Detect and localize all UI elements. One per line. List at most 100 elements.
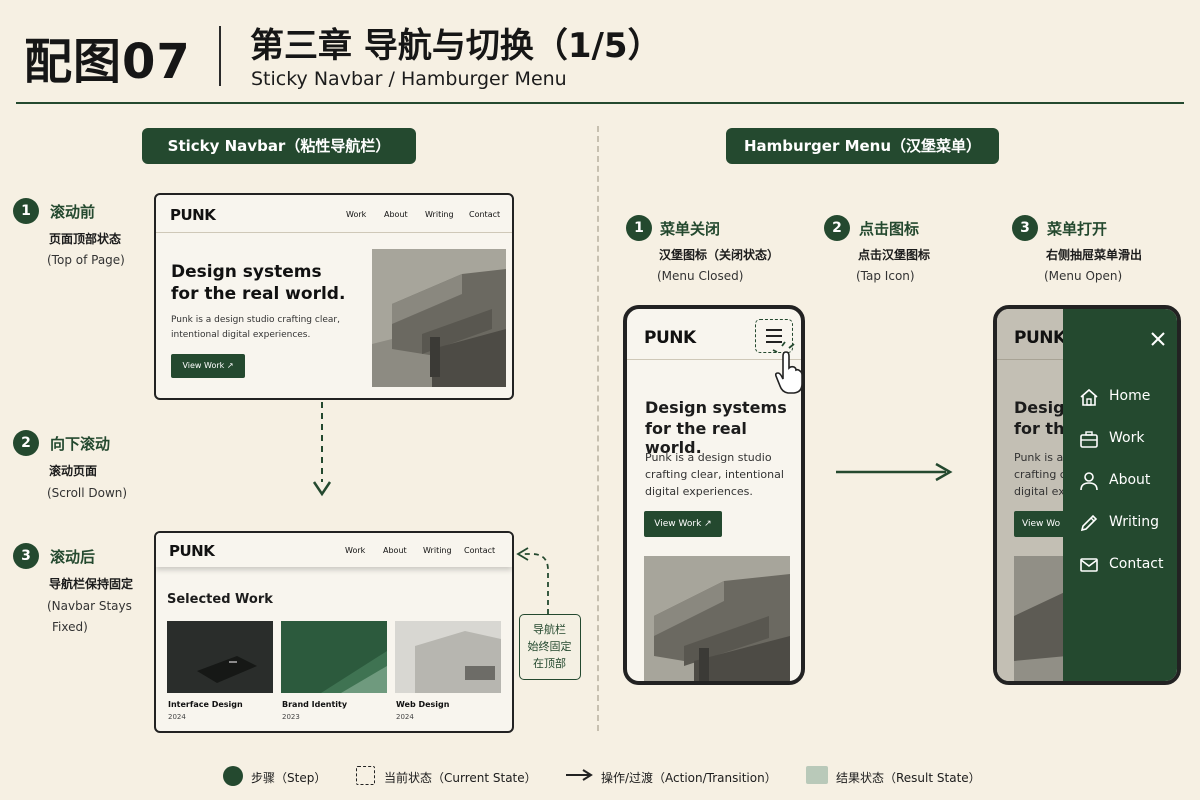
work-thumb-brand[interactable] [281, 621, 387, 693]
step-en: (Scroll Down) [47, 486, 128, 500]
nav-link-writing[interactable]: Writing [425, 210, 454, 219]
step-badge: 2 [824, 215, 850, 241]
step-desc: 汉堡图标（关闭状态） [659, 248, 780, 262]
home-icon [1080, 388, 1098, 406]
drawer-item-label: Work [1109, 430, 1145, 446]
section-divider [597, 126, 599, 731]
drawer-item-home[interactable]: Home [1079, 385, 1177, 409]
sticky-navbar [156, 533, 512, 567]
navbar-rule [156, 232, 512, 233]
legend-current-icon [356, 766, 375, 785]
sticky-annotation-box: 导航栏 始终固定 在顶部 [519, 614, 581, 680]
site-logo[interactable]: PUNK [169, 542, 215, 560]
hamburger-icon[interactable] [764, 327, 784, 345]
site-logo[interactable]: PUNK [1014, 328, 1066, 348]
nav-link-work[interactable]: Work [345, 546, 366, 555]
nav-link-about[interactable]: About [383, 546, 407, 555]
drawer-item-label: About [1109, 472, 1151, 488]
browser-mockup-scrolled: PUNK Work About Writing Contact Selected… [154, 531, 514, 733]
work-label: Brand Identity [282, 700, 348, 709]
hero-heading-line2: for the real world. [171, 284, 346, 304]
step-en: (Tap Icon) [856, 269, 915, 283]
phone-mockup-open: PUNK Design for the Punk is a crafting c… [993, 305, 1181, 685]
drawer-menu [1063, 309, 1177, 681]
drawer-item-about[interactable]: About [1079, 469, 1177, 493]
view-work-button[interactable]: View Wo [1014, 511, 1067, 537]
drawer-item-work[interactable]: Work [1079, 427, 1177, 451]
step-title: 滚动后 [50, 548, 96, 566]
section-title-sticky: Sticky Navbar（粘性导航栏） [142, 128, 416, 164]
drawer-item-label: Home [1109, 388, 1151, 404]
mobile-hero-line1: Design systems [645, 398, 787, 417]
site-logo[interactable]: PUNK [644, 328, 696, 348]
nav-link-work[interactable]: Work [346, 210, 367, 219]
sticky-annotation-arrow [516, 547, 549, 614]
architecture-photo [644, 556, 790, 681]
briefcase-icon [1080, 431, 1098, 448]
legend-step-icon [223, 766, 243, 786]
header-divider [219, 26, 221, 86]
legend-result-icon [806, 766, 828, 784]
legend-step-label: 步骤（Step） [251, 771, 327, 785]
legend-result-label: 结果状态（Result State） [836, 771, 981, 785]
user-icon [1080, 472, 1098, 491]
legend-action-label: 操作/过渡（Action/Transition） [601, 771, 777, 785]
browser-mockup-top: PUNK Work About Writing Contact Design s… [154, 193, 514, 400]
view-work-button[interactable]: View Work ↗ [644, 511, 722, 537]
work-label: Interface Design [168, 700, 243, 709]
view-work-button[interactable]: View Work ↗ [171, 354, 245, 378]
annotation-line1: 导航栏 [533, 623, 566, 636]
mobile-body-line1: Punk is a [1014, 451, 1064, 464]
mobile-hero-line2: for the real world. [645, 419, 747, 457]
chapter-subtitle: Sticky Navbar / Hamburger Menu [251, 68, 567, 90]
work-year: 2024 [396, 713, 414, 721]
nav-link-contact[interactable]: Contact [464, 546, 496, 555]
phone-mockup-closed: PUNK Design systems for the real world. … [623, 305, 805, 685]
step-desc: 右侧抽屉菜单滑出 [1046, 248, 1143, 262]
work-thumb-web[interactable] [395, 621, 501, 693]
navbar-rule [997, 359, 1067, 360]
header-rule [16, 102, 1184, 104]
step-en: (Top of Page) [47, 253, 125, 267]
work-year: 2024 [168, 713, 186, 721]
legend-action-icon [566, 769, 593, 781]
selected-work-heading: Selected Work [167, 592, 273, 607]
nav-link-about[interactable]: About [384, 210, 408, 219]
mobile-body-line3: digital experiences. [645, 485, 753, 498]
mobile-body-line3: digital exp [1014, 485, 1072, 498]
step-en: (Menu Closed) [657, 269, 744, 283]
step-title: 菜单打开 [1047, 220, 1108, 238]
mobile-hero-line2: for the [1014, 419, 1076, 438]
mobile-hero-line1: Design [1014, 398, 1076, 417]
tap-hand-icon [772, 341, 803, 394]
pencil-icon [1080, 514, 1098, 532]
step-en: (Navbar Stays [47, 599, 132, 613]
nav-link-contact[interactable]: Contact [469, 210, 501, 219]
hero-body-line2: intentional digital experiences. [171, 330, 311, 340]
annotation-line3: 在顶部 [533, 657, 566, 670]
chapter-title: 第三章 导航与切换（1/5） [250, 26, 662, 66]
work-thumb-interface[interactable] [167, 621, 273, 693]
current-state-highlight [755, 319, 793, 353]
architecture-photo [1014, 556, 1067, 681]
step-title: 向下滚动 [50, 435, 111, 453]
step-title: 点击图标 [859, 220, 920, 238]
step-desc: 点击汉堡图标 [858, 248, 931, 262]
step-badge: 1 [626, 215, 652, 241]
step-title: 滚动前 [50, 203, 96, 221]
mobile-body-line2: crafting clear, intentional [645, 468, 784, 481]
step-title: 菜单关闭 [660, 220, 721, 238]
step-desc: 滚动页面 [49, 464, 98, 478]
drawer-item-label: Writing [1109, 514, 1159, 530]
drawer-item-writing[interactable]: Writing [1079, 511, 1177, 535]
hero-heading-line1: Design systems [171, 262, 322, 282]
site-logo[interactable]: PUNK [170, 206, 216, 224]
drawer-item-label: Contact [1109, 556, 1164, 572]
nav-link-writing[interactable]: Writing [423, 546, 452, 555]
section-title-hamburger: Hamburger Menu（汉堡菜单） [726, 128, 999, 164]
work-label: Web Design [396, 700, 450, 709]
step-desc: 导航栏保持固定 [49, 577, 134, 591]
drawer-item-contact[interactable]: Contact [1079, 553, 1177, 577]
close-icon[interactable] [1150, 331, 1166, 347]
step-desc: 页面顶部状态 [49, 232, 122, 246]
